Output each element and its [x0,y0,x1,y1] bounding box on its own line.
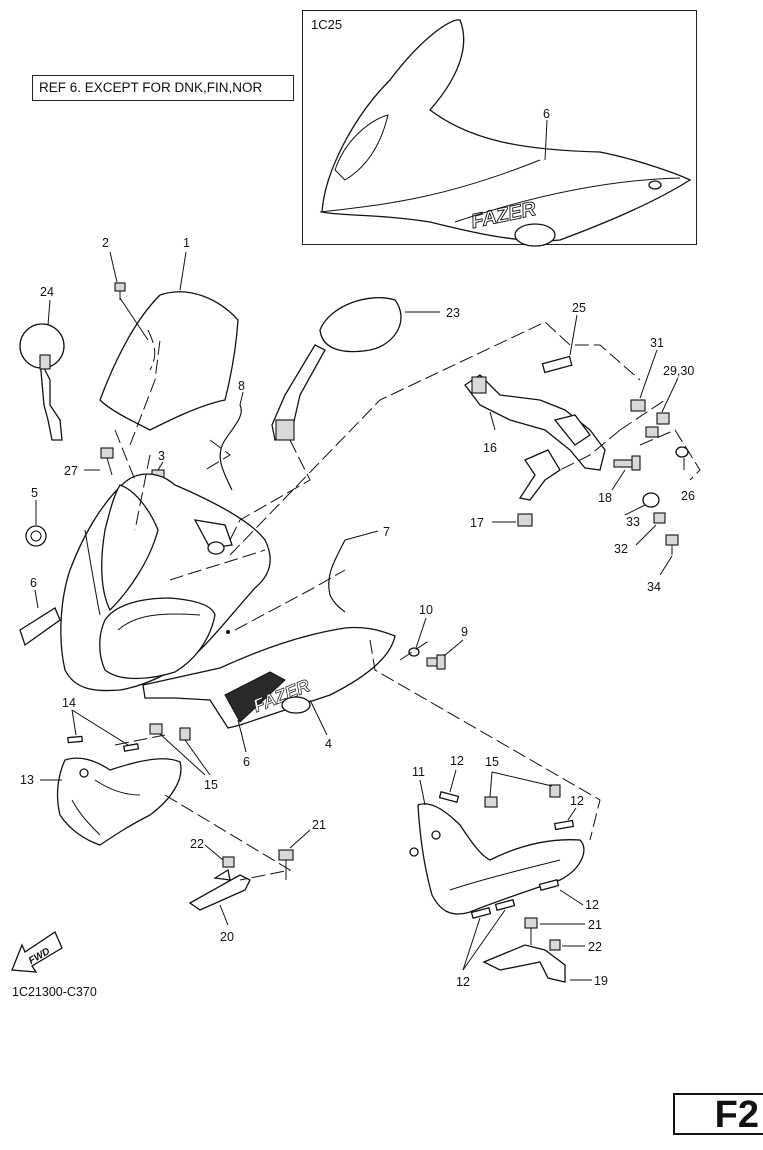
grommet-33 [642,492,660,508]
callout-8: 8 [238,379,245,393]
washer-10 [408,647,420,657]
callout-27: 27 [64,464,78,478]
callout-21-left: 21 [312,818,326,832]
callout-7: 7 [383,525,390,539]
tape-25 [541,355,573,374]
inset-panel: 1C25 [302,10,697,245]
bracket-20 [188,868,251,911]
callout-3: 3 [158,449,165,463]
callout-22-left: 22 [190,837,204,851]
callout-11: 11 [412,765,425,779]
screw-15b [484,784,561,808]
clip-22-left [222,856,235,868]
callout-14: 14 [62,696,76,710]
callout-18: 18 [598,491,612,505]
callout-10: 10 [419,603,433,617]
callout-16: 16 [483,441,497,455]
callout-9: 9 [461,625,468,639]
damper-17 [517,513,533,527]
callout-26: 26 [681,489,695,503]
collar-29-30 [645,412,670,438]
callout-15-left: 15 [204,778,218,792]
callout-23: 23 [446,306,460,320]
reference-note: REF 6. EXCEPT FOR DNK,FIN,NOR [32,75,294,101]
inset-side-panel: FAZER 6 [319,19,692,247]
front-cowling [60,473,271,692]
tape-14b [123,743,140,752]
callout-17: 17 [470,516,484,530]
callout-15-right: 15 [485,755,499,769]
bolt-18 [613,455,641,471]
side-panel: FAZER [142,626,396,729]
grommet-26 [675,446,689,458]
callout-29-30: 29,30 [663,364,694,378]
callout-6-left: 6 [30,576,37,590]
tape-12c [538,878,560,892]
bolt-21-left [278,849,294,880]
diagram-code: 1C21300-C370 [12,985,97,999]
callout-5: 5 [31,486,38,500]
callout-2: 2 [102,236,109,250]
left-mirror [19,323,65,441]
bolt-9 [426,654,446,670]
page-badge: F2 [673,1093,763,1135]
left-small-panel [19,607,61,647]
collar-31 [630,399,646,412]
hose-7 [328,539,346,613]
fwd-arrow-icon: FWD [11,931,63,973]
callout-6-main: 6 [243,755,250,769]
bracket-19 [482,944,566,983]
callout-1: 1 [183,236,190,250]
assembly-lines [114,321,701,881]
callout-12-mid: 12 [585,898,599,912]
inset-label: 1C25 [311,17,343,32]
hose-8 [219,404,242,491]
callout-12-bottom: 12 [456,975,470,989]
windscreen [99,291,239,431]
clip-22-right [549,939,561,951]
callout-6-inset: 6 [543,107,550,121]
callout-4: 4 [325,737,332,751]
right-mirror [271,296,402,442]
callout-22-right: 22 [588,940,602,954]
callout-31: 31 [650,336,664,350]
callout-20: 20 [220,930,234,944]
right-inner-panel [409,803,585,915]
callout-12-top: 12 [450,754,464,768]
callout-13: 13 [20,773,34,787]
reference-note-text: REF 6. EXCEPT FOR DNK,FIN,NOR [39,80,263,95]
collar-32 [653,512,666,524]
bolt-21-right [524,917,538,945]
callout-21-right: 21 [588,918,602,932]
bolt-34 [665,534,679,555]
page-badge-text: F2 [714,1094,759,1136]
callout-12-right: 12 [570,794,584,808]
callout-19: 19 [594,974,608,988]
screw-2 [114,282,126,300]
screw-27 [100,447,114,476]
callout-32: 32 [614,542,628,556]
tape-14a [67,735,83,744]
grommet-5 [25,525,47,547]
callout-25: 25 [572,301,586,315]
callout-33: 33 [626,515,640,529]
cowling-stay [464,374,606,501]
tape-12d [470,898,516,920]
callout-34: 34 [647,580,661,594]
tape-12a [438,790,460,804]
tape-12b [553,819,575,831]
screw-15a [149,723,191,741]
left-inner-panel [56,757,182,846]
callout-24: 24 [40,285,54,299]
